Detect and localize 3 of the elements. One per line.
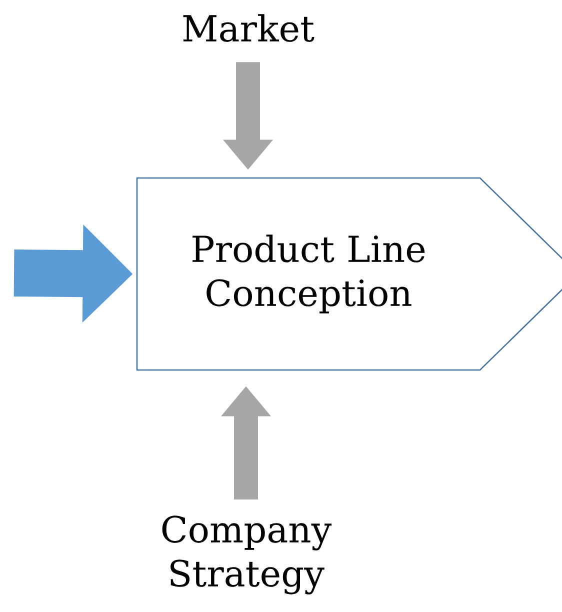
- process-pentagon: Product Line Conception: [136, 177, 562, 371]
- input-label: Market: [183, 14, 314, 42]
- input-label: Company Strategy: [162, 516, 332, 594]
